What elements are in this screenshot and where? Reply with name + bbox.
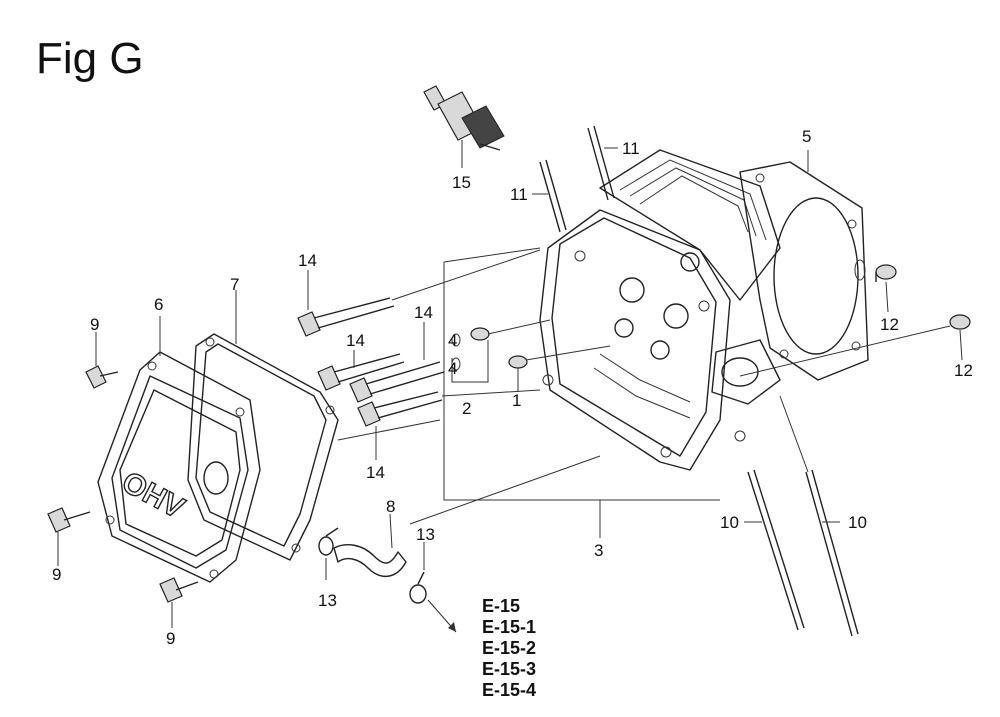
cover-bolt-left [47,507,91,533]
reference-code: E-15 [482,596,520,616]
reference-list: E-15 E-15-1 E-15-2 E-15-3 E-15-4 [482,596,536,700]
washer-4-upper [451,333,461,347]
callout-11-left: 11 [510,185,528,204]
callout-14-mid-right: 14 [414,303,433,322]
spark-plug [423,85,505,151]
tube-clamp-left [318,527,339,556]
callout-1: 1 [512,391,521,410]
reference-code: E-15-4 [482,680,536,700]
washer-4-lower [451,357,461,371]
bolt-14-mid-right [349,361,445,403]
callout-10-left: 10 [720,513,739,532]
dowel-pin-2 [470,327,490,341]
bolt-14-mid-left [317,353,405,391]
leader-2 [451,340,489,383]
push-rod-right [805,469,859,637]
callout-12-upper: 12 [880,315,899,334]
callout-9-upper: 9 [90,315,99,334]
leader-12a [885,281,889,313]
cylinder-head [539,149,781,471]
align-line-2 [487,319,551,335]
breather-tube [333,544,407,577]
reference-code: E-15-3 [482,659,536,679]
cover-lettering: OHV [117,466,190,526]
callout-8: 8 [386,497,395,516]
callout-3: 3 [594,541,603,560]
align-line-10 [779,395,809,473]
cover-gasket [187,333,339,561]
callout-11-right: 11 [622,139,640,158]
callout-7: 7 [230,275,239,294]
callout-14-bottom: 14 [366,463,385,482]
tube-clamp-right [409,571,427,604]
push-rod-left [747,469,805,631]
reference-code: E-15-1 [482,617,536,637]
align-line-14b [441,389,541,397]
rocker-cover: OHV [97,351,261,583]
callout-15: 15 [452,173,471,192]
callout-14-top: 14 [298,251,317,270]
dowel-pin-upper [875,264,897,282]
callout-13-left: 13 [318,591,337,610]
cover-bolt-upper [85,365,119,389]
callout-10-right: 10 [848,513,867,532]
align-line-8 [409,455,601,525]
reference-code: E-15-2 [482,638,536,658]
dowel-pin-lower [949,314,971,330]
callout-4-lower: 4 [448,359,457,378]
dowel-pin-1 [508,355,528,369]
align-line-1 [525,345,611,361]
callout-12-lower: 12 [954,361,973,380]
callout-13-right: 13 [416,525,435,544]
bolt-14-top [297,297,395,337]
callout-4-upper: 4 [448,331,457,350]
callout-14-mid-left: 14 [346,331,365,350]
bolt-14-bottom [357,391,443,427]
cover-bolt-lower [159,577,199,603]
group-bracket [443,262,720,501]
stud-11-right [587,125,615,201]
callout-5: 5 [802,127,811,146]
align-line-12 [739,325,951,377]
figure-title: Fig G [36,34,144,83]
group-bracket-top [443,247,541,263]
reference-arrowhead [448,622,456,632]
leader-12b [959,329,963,361]
callout-9-left: 9 [52,565,61,584]
align-line-14a [391,249,541,301]
align-line-cover [337,419,441,441]
callout-9-lower: 9 [166,629,175,648]
callout-6: 6 [154,295,163,314]
callout-2: 2 [462,399,471,418]
leader-8 [389,513,393,549]
head-gasket [739,161,869,381]
stud-11-left [539,159,567,233]
